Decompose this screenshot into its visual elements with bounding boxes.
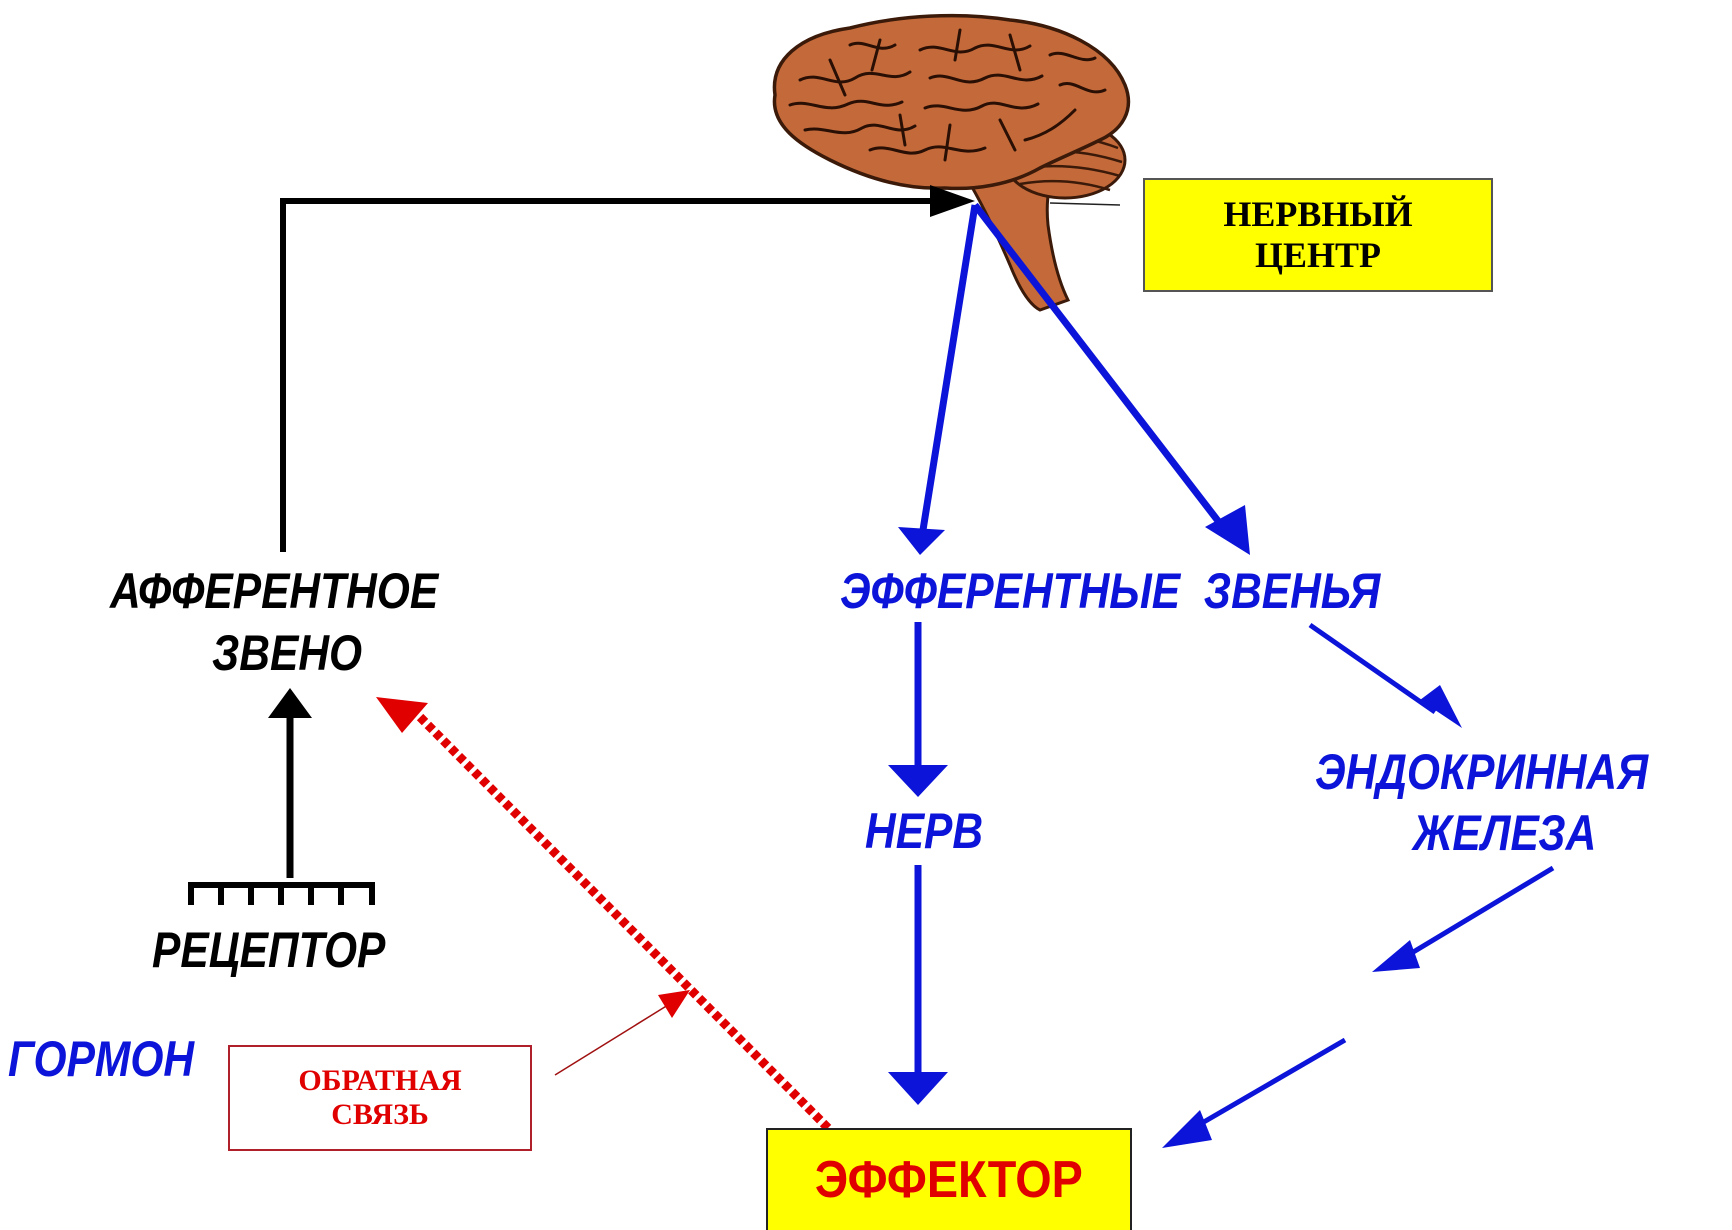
afferent-label-line1: АФФЕРЕНТНОЕ — [110, 563, 439, 619]
receptor-label: РЕЦЕПТОР — [152, 922, 386, 978]
nerve-to-effector-arrow — [888, 865, 948, 1105]
hormone-to-effector-arrow — [1162, 1037, 1347, 1148]
effector-box: ЭФФЕКТОР — [766, 1128, 1132, 1230]
hormone-label: ГОРМОН — [8, 1031, 195, 1087]
receptor-comb-icon — [188, 882, 375, 905]
efferent-to-nerve-arrow — [888, 622, 948, 797]
endocrine-label-line2: ЖЕЛЕЗА — [1413, 805, 1597, 861]
endocrine-to-hormone-arrow — [1372, 865, 1555, 972]
feedback-label: ОБРАТНАЯ СВЯЗЬ — [298, 1063, 462, 1132]
nerve-center-box: НЕРВНЫЙ ЦЕНТР — [1143, 178, 1493, 292]
feedback-arrow — [376, 697, 832, 1132]
efferent-label: ЭФФЕРЕНТНЫЕ ЗВЕНЬЯ — [840, 563, 1381, 619]
nerve-label: НЕРВ — [865, 803, 984, 859]
efferent-to-endocrine-arrow — [1308, 622, 1462, 728]
feedback-pointer-arrow — [554, 990, 690, 1076]
endocrine-label-line1: ЭНДОКРИННАЯ — [1315, 744, 1649, 800]
afferent-path-arrow — [280, 185, 975, 552]
afferent-label-line2: ЗВЕНО — [212, 625, 363, 681]
effector-label: ЭФФЕКТОР — [815, 1151, 1083, 1209]
nerve-center-to-efferent-arrow-left — [898, 204, 979, 555]
receptor-to-afferent-arrow — [268, 688, 312, 878]
nerve-center-to-efferent-arrow-right — [972, 202, 1250, 555]
nerve-center-label: НЕРВНЫЙ ЦЕНТР — [1223, 193, 1413, 275]
feedback-box: ОБРАТНАЯ СВЯЗЬ — [228, 1045, 532, 1151]
brain-icon — [772, 13, 1131, 312]
